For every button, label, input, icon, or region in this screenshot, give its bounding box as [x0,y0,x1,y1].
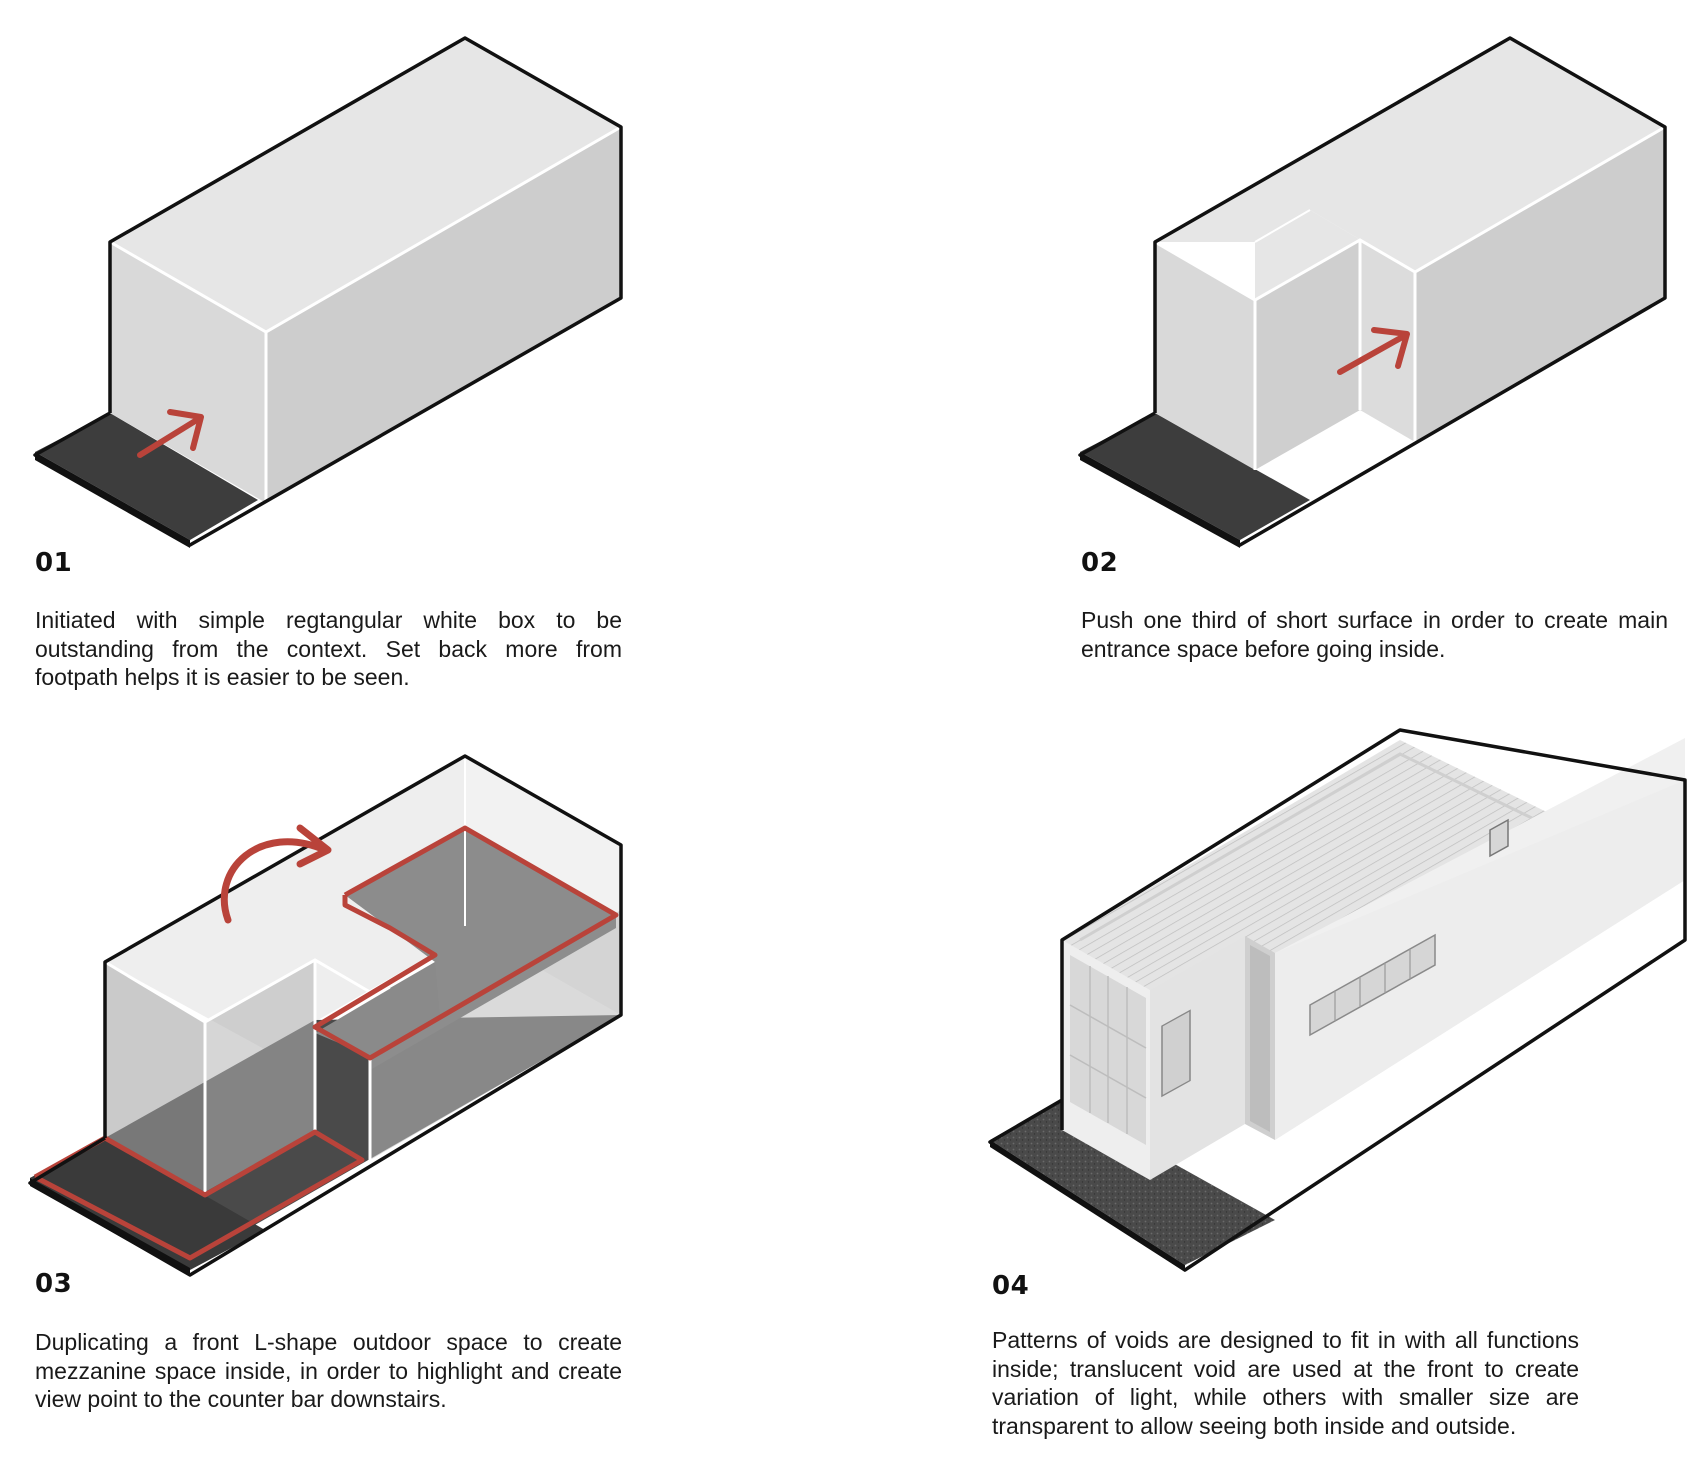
side-facade-main [1275,780,1685,1140]
strip-window [1309,933,1436,1037]
box-side-face [370,910,621,1160]
step-03-diagram [28,754,623,1277]
step-number: 04 [992,1271,1030,1301]
vertical-window [1250,945,1270,1132]
box-outline [988,728,1687,1272]
box-outline [33,36,623,547]
box-notch-wall [205,960,315,1192]
push-arrow-icon [137,409,204,458]
step-caption: Duplicating a front L-shape outdoor spac… [35,1329,622,1412]
entry-door [1161,1009,1191,1098]
small-window [1489,818,1509,858]
step-caption: Initiated with simple regtangular white … [35,607,622,690]
entry-wall [1150,936,1245,1180]
ground-plate [1080,413,1310,540]
step-04-panel: 04 Patterns of voids are designed to fit… [850,728,1700,1481]
box-side-face [266,127,621,503]
step-number: 01 [35,548,73,578]
recess-left-wall [1255,240,1360,470]
step-03-panel: 03 Duplicating a front L-shape outdoor s… [0,740,850,1481]
box-front-left-face [1155,242,1255,470]
mezzanine-slab [345,828,616,1017]
push-arrow-icon [1337,327,1410,375]
step-01-panel: 01 Initiated with simple regtangular whi… [0,0,850,740]
step-number: 03 [35,1269,73,1299]
ground-plate [35,413,258,540]
ground-plate [990,1100,1275,1265]
step-caption: Patterns of voids are designed to fit in… [992,1327,1579,1439]
step-02-diagram [1078,36,1667,548]
step-04-diagram [988,728,1687,1272]
step-number: 02 [1081,548,1119,578]
box-front-face [105,962,205,1192]
box-front-face [110,242,266,503]
step-02-panel: 02 Push one third of short surface in or… [850,0,1700,740]
box-side-face [1415,127,1665,442]
mezzanine-outline [312,825,619,1061]
step-01-diagram [33,36,623,548]
ground-plate [30,1138,265,1270]
duplicate-arrow-icon [220,824,332,924]
mezzanine-lower [315,962,440,1056]
recess-back-wall [1360,240,1415,442]
box-top-face [110,38,621,332]
box-outline [28,754,623,1277]
box-outline [1078,36,1667,547]
box-top-face [1155,38,1665,272]
step-caption: Push one third of short surface in order… [1081,607,1668,662]
